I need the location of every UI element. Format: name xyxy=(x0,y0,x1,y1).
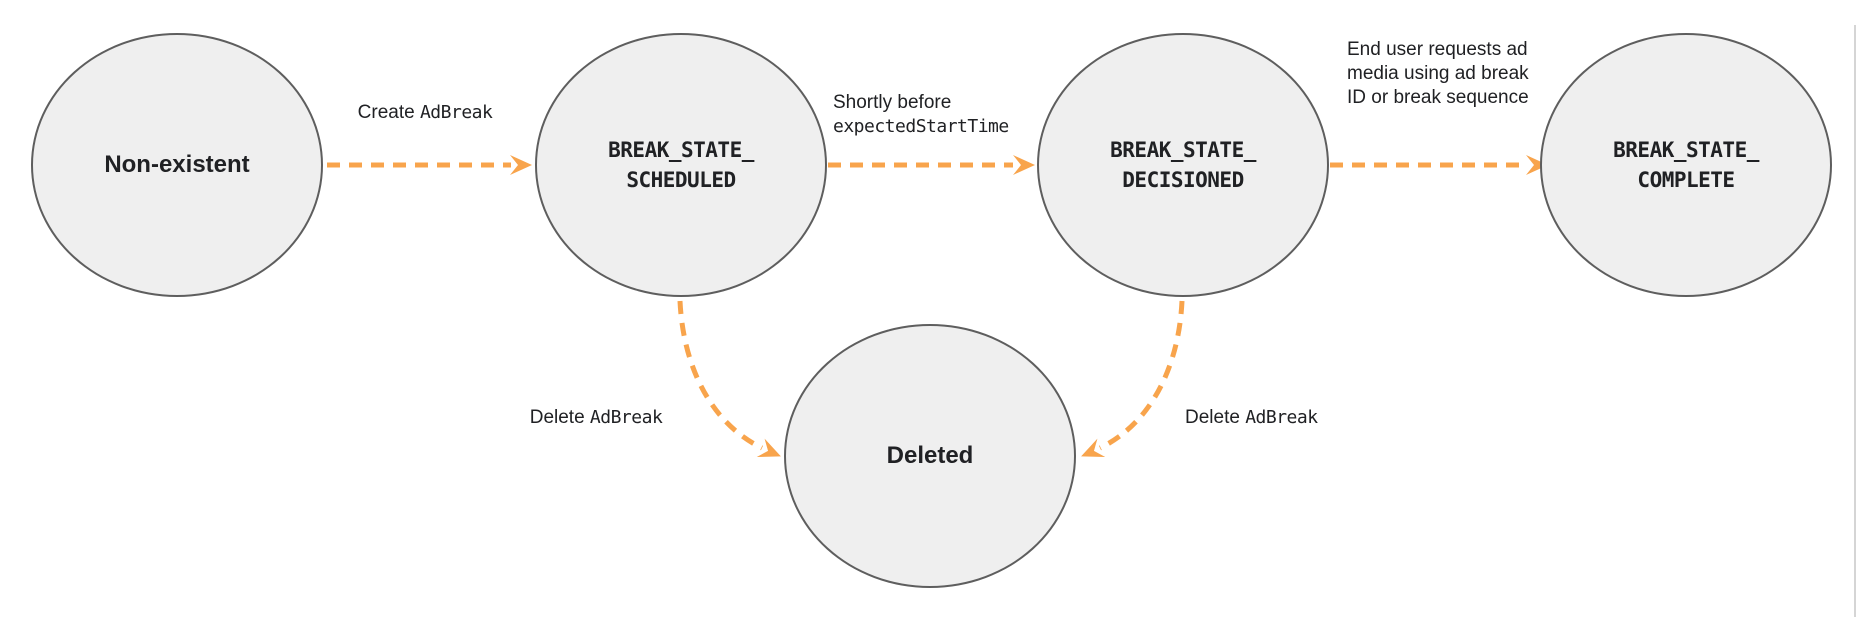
state-node-non-existent: Non-existent xyxy=(31,33,323,297)
edge-label-text: End user requests ad media using ad brea… xyxy=(1347,39,1529,108)
frame-border xyxy=(1854,25,1856,617)
state-node-break-state-scheduled: BREAK_STATE_ SCHEDULED xyxy=(535,33,827,297)
arrowhead-icon xyxy=(1526,155,1548,175)
state-label-break-state-decisioned: BREAK_STATE_ DECISIONED xyxy=(1110,138,1256,192)
edge-label-code: AdBreak xyxy=(589,407,663,428)
arrowhead-icon xyxy=(1081,438,1106,457)
transition-scheduled-to-deleted xyxy=(677,300,781,457)
edge-line xyxy=(677,300,764,451)
edge-label-text: Delete xyxy=(529,407,590,428)
arrowhead-icon xyxy=(756,438,781,457)
edge-label-end-user-requests: End user requests ad media using ad brea… xyxy=(1347,38,1533,110)
arrowhead-icon xyxy=(510,155,532,175)
transition-create-adbreak xyxy=(327,155,532,175)
edge-label-code: AdBreak xyxy=(419,102,493,123)
transition-scheduled-to-decisioned xyxy=(828,155,1035,175)
edge-label-delete-adbreak-left: Delete AdBreak xyxy=(496,406,696,430)
state-label-deleted: Deleted xyxy=(886,442,974,469)
state-node-break-state-complete: BREAK_STATE_ COMPLETE xyxy=(1540,33,1832,297)
state-node-deleted: Deleted xyxy=(784,324,1076,588)
transition-decisioned-to-complete xyxy=(1330,155,1548,175)
edge-label-text: Delete xyxy=(1185,407,1246,428)
state-label-non-existent: Non-existent xyxy=(104,151,250,178)
state-node-break-state-decisioned: BREAK_STATE_ DECISIONED xyxy=(1037,33,1329,297)
edge-line xyxy=(1098,300,1185,451)
transition-decisioned-to-deleted xyxy=(1081,300,1185,457)
state-label-break-state-scheduled: BREAK_STATE_ SCHEDULED xyxy=(608,138,754,192)
edge-label-code: expectedStartTime xyxy=(833,116,1009,137)
edge-label-text: Create xyxy=(357,102,420,123)
edge-label-text: Shortly before xyxy=(833,92,952,113)
state-label-break-state-complete: BREAK_STATE_ COMPLETE xyxy=(1613,138,1759,192)
edge-label-delete-adbreak-right: Delete AdBreak xyxy=(1185,406,1318,430)
arrowhead-icon xyxy=(1013,155,1035,175)
edge-label-shortly-before: Shortly before expectedStartTime xyxy=(833,91,1009,139)
edge-label-code: AdBreak xyxy=(1245,407,1318,428)
edge-label-create-adbreak: Create AdBreak xyxy=(325,101,525,125)
